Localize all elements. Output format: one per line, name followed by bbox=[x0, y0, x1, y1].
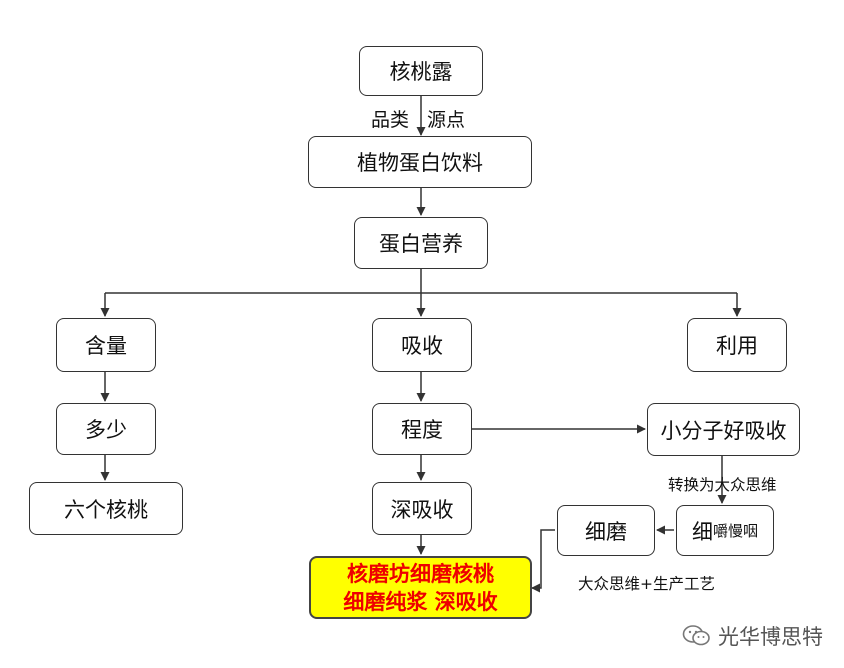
node-label: 小分子好吸收 bbox=[660, 418, 787, 443]
node-degree: 程度 bbox=[372, 403, 472, 455]
node-label: 蛋白营养 bbox=[379, 232, 463, 256]
node-walnut-drink: 核桃露 bbox=[359, 46, 483, 96]
result-line-1: 核磨坊细磨核桃 bbox=[347, 561, 494, 586]
node-result-highlight: 核磨坊细磨核桃 细磨纯浆 深吸收 bbox=[309, 556, 532, 619]
node-six-walnuts: 六个核桃 bbox=[29, 482, 183, 535]
label-mass-thinking: 大众思维+生产工艺 bbox=[578, 575, 715, 593]
watermark: 光华博思特 bbox=[682, 621, 823, 651]
node-label: 利用 bbox=[716, 334, 758, 358]
node-label: 植物蛋白饮料 bbox=[357, 151, 483, 175]
label-convert: 转换为大众思维 bbox=[668, 476, 777, 494]
node-fine-grind: 细磨 bbox=[557, 505, 655, 556]
wechat-icon bbox=[682, 625, 710, 646]
watermark-text: 光华博思特 bbox=[718, 625, 823, 649]
node-protein-nutrition: 蛋白营养 bbox=[354, 217, 488, 269]
node-label: 含量 bbox=[85, 334, 127, 358]
node-chew-slowly: 细嚼慢咽 bbox=[676, 505, 774, 556]
node-label-big: 细 bbox=[691, 519, 713, 544]
node-quantity: 多少 bbox=[56, 403, 156, 455]
node-deep-absorption: 深吸收 bbox=[372, 482, 472, 535]
node-utilization: 利用 bbox=[687, 318, 787, 372]
result-line-2: 细磨纯浆 深吸收 bbox=[343, 589, 498, 614]
node-label: 核桃露 bbox=[389, 60, 453, 84]
node-label: 程度 bbox=[401, 418, 443, 442]
node-label: 细磨 bbox=[585, 519, 627, 544]
node-label: 多少 bbox=[85, 418, 127, 442]
node-label: 吸收 bbox=[401, 334, 443, 358]
node-content: 含量 bbox=[56, 318, 156, 372]
node-absorption: 吸收 bbox=[372, 318, 472, 372]
node-label-small: 嚼慢咽 bbox=[712, 522, 758, 540]
node-label: 六个核桃 bbox=[64, 497, 148, 522]
node-label: 深吸收 bbox=[390, 497, 454, 522]
node-small-molecule: 小分子好吸收 bbox=[647, 403, 800, 456]
label-source: 源点 bbox=[427, 109, 466, 131]
node-plant-protein: 植物蛋白饮料 bbox=[308, 136, 532, 188]
edge-grind-to-result bbox=[531, 529, 555, 593]
label-category: 品类 bbox=[371, 109, 410, 131]
